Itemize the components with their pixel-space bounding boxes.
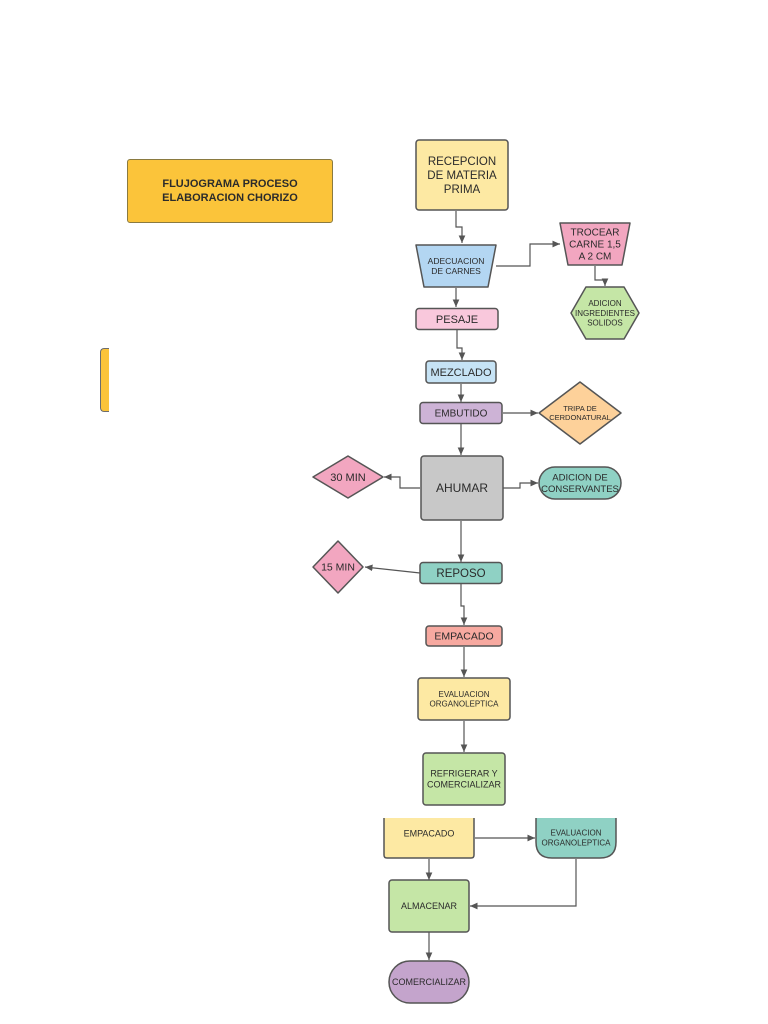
node-shape <box>312 455 384 499</box>
node-label: EMPACADO <box>434 631 493 643</box>
node-label: 30 MIN <box>330 472 366 484</box>
connector-arrow <box>364 564 421 574</box>
node-comercializar: COMERCIALIZAR <box>388 960 470 1004</box>
node-label: REPOSO <box>436 568 485 580</box>
node-shape <box>312 540 364 594</box>
node-shape <box>415 307 499 331</box>
node-label: ALMACENAR <box>401 901 458 911</box>
diagram-title: FLUJOGRAMA PROCESO ELABORACION CHORIZO <box>127 159 333 223</box>
connector-arrow <box>503 479 538 489</box>
connector-arrow <box>470 859 577 910</box>
connectors <box>364 211 609 960</box>
node-shape <box>419 401 503 425</box>
node-ahumar: AHUMAR <box>420 455 504 521</box>
node-shape <box>425 625 503 647</box>
node-embutido: EMBUTIDO <box>419 401 503 425</box>
node-empacado2: EMPACADO <box>383 818 475 859</box>
node-min15: 15 MIN <box>312 540 364 594</box>
node-label: AHUMAR <box>436 481 488 495</box>
node-label: MEZCLADO <box>430 367 492 379</box>
node-shape <box>535 818 617 859</box>
node-label: 15 MIN <box>321 562 355 574</box>
connector-arrow <box>460 584 468 625</box>
node-shape <box>538 381 622 445</box>
connector-arrow <box>384 473 420 489</box>
connector-arrow <box>456 330 466 360</box>
node-empacado: EMPACADO <box>425 625 503 647</box>
node-shape <box>420 455 504 521</box>
connector-arrow <box>496 240 560 267</box>
node-shape <box>570 286 640 340</box>
node-shape <box>383 818 475 859</box>
node-label: EMPACADO <box>404 829 455 839</box>
node-shape <box>559 222 631 266</box>
node-shape <box>417 677 511 721</box>
node-shape <box>415 244 497 288</box>
node-shape <box>419 561 503 585</box>
node-shape <box>388 879 470 933</box>
connector-arrow <box>594 266 609 286</box>
node-shape <box>422 752 506 806</box>
node-shape <box>388 960 470 1004</box>
node-almacenar: ALMACENAR <box>388 879 470 933</box>
node-label: EMBUTIDO <box>435 409 488 420</box>
node-mezclado: MEZCLADO <box>425 360 497 384</box>
node-shape <box>425 360 497 384</box>
side-tab <box>100 348 109 412</box>
node-label: COMERCIALIZAR <box>392 977 467 987</box>
connector-arrow <box>455 211 466 243</box>
node-reposo: REPOSO <box>419 561 503 585</box>
node-pesaje: PESAJE <box>415 307 499 331</box>
node-min30: 30 MIN <box>312 455 384 499</box>
node-label: PESAJE <box>436 314 478 326</box>
node-shape <box>415 139 509 211</box>
node-shape <box>538 466 622 500</box>
